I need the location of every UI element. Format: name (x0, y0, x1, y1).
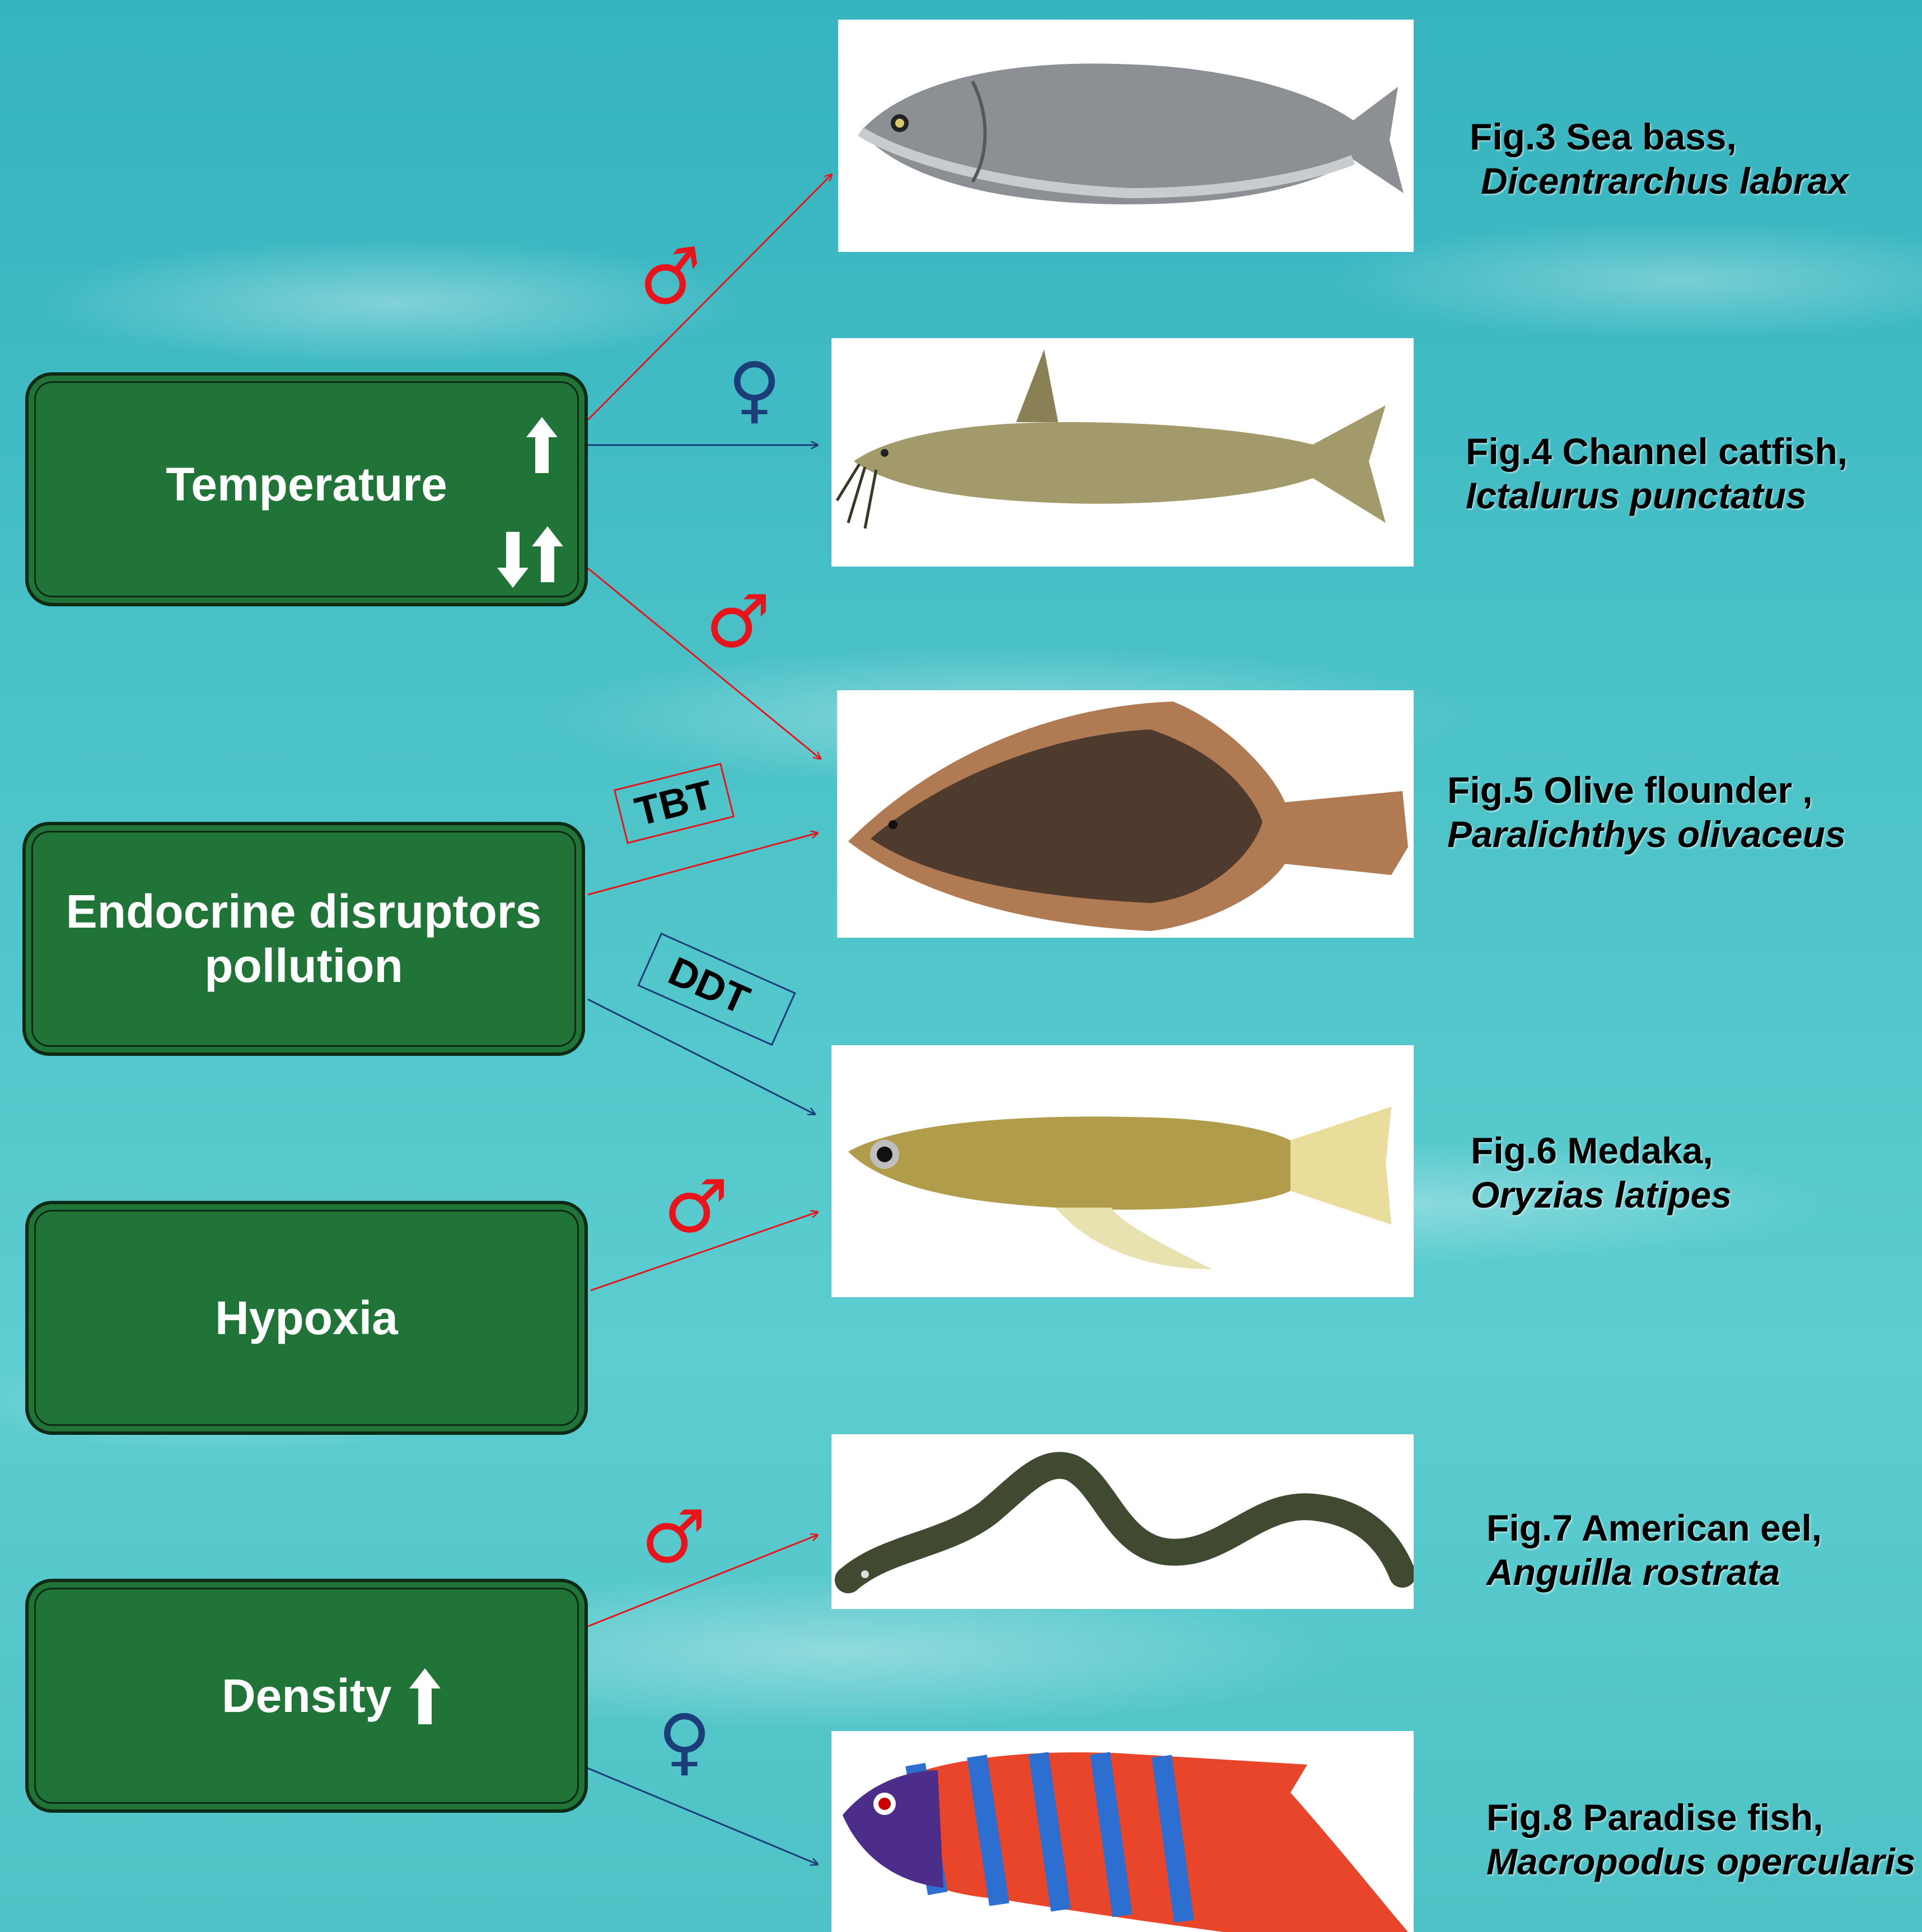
female-symbol: ♀ (658, 1705, 711, 1777)
fig6-label: Fig.6 Medaka, (1471, 1130, 1713, 1171)
arrow-up-icon (526, 417, 558, 473)
male-symbol: ♂ (634, 237, 709, 318)
arrow-down-icon (497, 532, 529, 588)
fig3-species: Dicentrarchus labrax (1481, 159, 1849, 203)
fig5-species: Paralichthys olivaceus (1447, 812, 1846, 857)
fig4-channel-catfish-image (831, 338, 1414, 567)
fig8-species: Macropodus opercularis (1486, 1840, 1916, 1884)
factor-density: Density (25, 1579, 588, 1813)
fig4-caption: Fig.4 Channel catfish, Ictalurus punctat… (1466, 429, 1848, 518)
fig6-medaka-image (831, 1045, 1414, 1297)
fig7-species: Anguilla rostrata (1486, 1550, 1822, 1594)
factor-hypoxia: Hypoxia (25, 1201, 588, 1435)
fig8-label: Fig.8 Paradise fish, (1486, 1797, 1823, 1838)
link-temperature-flounder (588, 568, 820, 759)
fig5-caption: Fig.5 Olive flounder , Paralichthys oliv… (1447, 768, 1846, 857)
fig4-label: Fig.4 Channel catfish, (1466, 431, 1848, 472)
link-temperature-seabass (588, 175, 831, 420)
fig6-species: Oryzias latipes (1471, 1173, 1732, 1217)
fig3-sea-bass-image (838, 20, 1414, 252)
density-label: Density (222, 1669, 391, 1723)
male-symbol: ♂ (641, 1500, 707, 1573)
factor-endocrine-disruptors: Endocrine disruptors pollution (22, 822, 585, 1056)
link-endocrine-flounder (588, 833, 817, 895)
fig6-caption: Fig.6 Medaka, Oryzias latipes (1471, 1129, 1732, 1217)
fig4-species: Ictalurus punctatus (1466, 474, 1848, 518)
male-symbol: ♂ (705, 585, 771, 658)
hypoxia-label: Hypoxia (215, 1291, 398, 1345)
fig3-label: Fig.3 Sea bass, (1470, 116, 1737, 157)
arrow-up-icon (408, 1668, 442, 1724)
temperature-label: Temperature (166, 457, 447, 512)
fig7-label: Fig.7 American eel, (1486, 1507, 1822, 1549)
male-symbol: ♂ (663, 1170, 729, 1243)
female-symbol: ♀ (728, 353, 781, 425)
fig7-caption: Fig.7 American eel, Anguilla rostrata (1486, 1506, 1822, 1594)
fig3-caption: Fig.3 Sea bass, Dicentrarchus labrax (1470, 115, 1849, 203)
fig8-caption: Fig.8 Paradise fish, Macropodus opercula… (1486, 1795, 1916, 1884)
endocrine-label-line2: pollution (66, 939, 541, 993)
fig5-label: Fig.5 Olive flounder , (1447, 769, 1813, 811)
arrow-up-icon (532, 526, 563, 582)
fig5-olive-flounder-image (837, 690, 1414, 938)
endocrine-label-line1: Endocrine disruptors (66, 885, 541, 939)
fig7-american-eel-image (831, 1434, 1414, 1609)
fig8-paradise-fish-image (831, 1731, 1414, 1932)
